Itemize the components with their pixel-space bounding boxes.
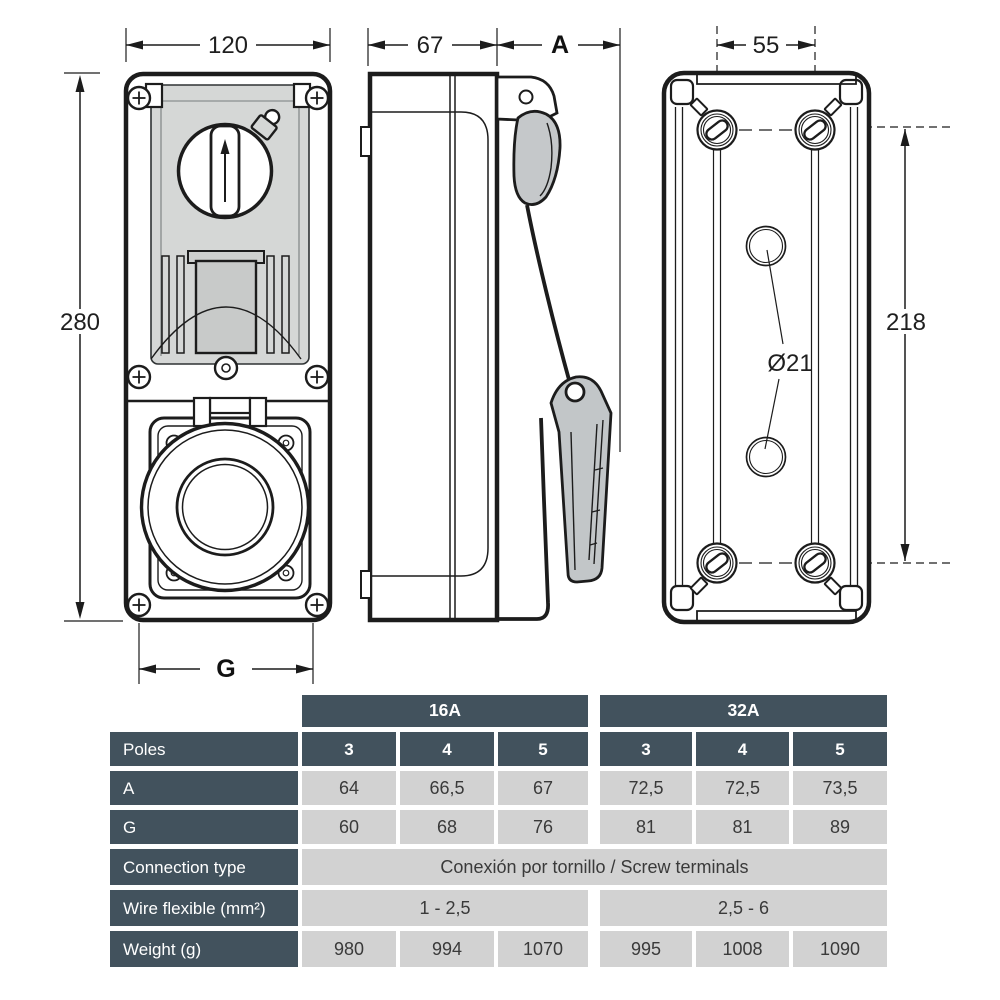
switch-handle [512,109,562,206]
mounting-tab [360,126,372,157]
corner-pad [669,584,695,612]
knob-arrow-icon [220,139,230,154]
dimension-a-value: 72,5 [600,771,692,805]
leader-line [764,378,780,450]
weight-value: 994 [400,931,494,967]
weight-value: 995 [600,931,692,967]
socket-lid-side [549,375,613,584]
side-total-depth-label: A [551,31,569,59]
padlock-icon [250,108,281,141]
poles-value: 3 [600,732,692,766]
vent-slots [161,255,290,354]
poles-value: 4 [696,732,789,766]
mounting-keyhole [794,542,836,584]
screw-icon [126,85,330,618]
lid-hinge [192,396,268,428]
column-group-16a: 16A [302,695,588,727]
arrowhead-icon [798,40,815,50]
keyhole-tab [823,576,843,596]
mounting-keyhole [794,109,836,151]
lid-hinge-pin [564,381,586,403]
side-view: 67 A [360,28,621,623]
weight-value: 1070 [498,931,588,967]
column-group-32a: 32A [600,695,887,727]
knockout-hole [745,436,787,478]
back-view: 55 218 [661,26,952,625]
dimension-a-value: 72,5 [696,771,789,805]
knockout-hole [745,225,787,267]
hole-pitch-label: 218 [886,309,926,336]
arrowhead-icon [296,664,313,674]
arrowhead-icon [717,40,734,50]
front-view: 120 280 [58,28,333,684]
mounting-keyhole [696,542,738,584]
arrowhead-icon [900,129,910,146]
poles-value: 3 [302,732,396,766]
arrowhead-icon [313,40,330,50]
arrowhead-icon [75,602,85,619]
weight-value: 980 [302,931,396,967]
wire-arc [150,306,302,360]
arrowhead-icon [603,40,620,50]
wire-flexible-32a-value: 2,5 - 6 [600,890,887,926]
dimension-g-value: 81 [600,810,692,844]
leader-line [766,249,784,345]
arrowhead-icon [368,40,385,50]
front-flange-dimension: G [138,623,314,684]
row-label-a: A [110,771,298,805]
front-flange-label: G [216,655,235,683]
dimension-a-value: 73,5 [793,771,887,805]
flange-hole [518,89,534,105]
poles-value: 4 [400,732,494,766]
dimension-g-value: 89 [793,810,887,844]
side-dimensions: 67 A [367,28,621,452]
poles-value: 5 [793,732,887,766]
socket-lid [139,421,311,593]
row-label-g: G [110,810,298,844]
dimension-a-value: 66,5 [400,771,494,805]
back-enclosure-body [661,70,872,625]
mounting-tab [360,570,372,599]
dimension-g-value: 81 [696,810,789,844]
keyhole-tab [823,97,843,117]
dimension-g-value: 68 [400,810,494,844]
weight-value: 1008 [696,931,789,967]
corner-pad [838,78,864,106]
arrowhead-icon [139,664,156,674]
arrowhead-icon [75,75,85,92]
arrowhead-icon [497,40,514,50]
row-label-poles: Poles [110,732,298,766]
corner-pad [838,584,864,612]
front-width-dimension: 120 [125,28,331,62]
front-height-label: 280 [60,309,100,336]
specifications-table: 16A 32A Poles 3 4 5 3 4 5 A 64 66,5 67 7… [110,695,887,967]
keyhole-tab [689,576,709,596]
row-label-weight: Weight (g) [110,931,298,967]
knockout-diameter-label: Ø21 [767,350,812,377]
technical-drawing: 120 280 [58,26,952,684]
arrowhead-icon [900,544,910,561]
dimension-a-value: 64 [302,771,396,805]
connection-type-value: Conexión por tornillo / Screw terminals [302,849,887,885]
corner-pad [669,78,695,106]
hole-spacing-label: 55 [753,32,780,59]
side-enclosure-body [367,71,500,623]
wire-flexible-16a-value: 1 - 2,5 [302,890,588,926]
row-label-wire-flexible: Wire flexible (mm²) [110,890,298,926]
dimension-g-value: 76 [498,810,588,844]
dimension-a-value: 67 [498,771,588,805]
row-label-connection-type: Connection type [110,849,298,885]
front-width-label: 120 [208,32,248,59]
dimension-g-value: 60 [302,810,396,844]
front-height-dimension: 280 [58,72,123,622]
mounting-keyhole [696,109,738,151]
rotary-switch-knob [176,122,274,220]
weight-value: 1090 [793,931,887,967]
keyhole-tab [689,97,709,117]
arrowhead-icon [480,40,497,50]
side-depth-label: 67 [417,32,444,59]
arrowhead-icon [126,40,143,50]
poles-value: 5 [498,732,588,766]
